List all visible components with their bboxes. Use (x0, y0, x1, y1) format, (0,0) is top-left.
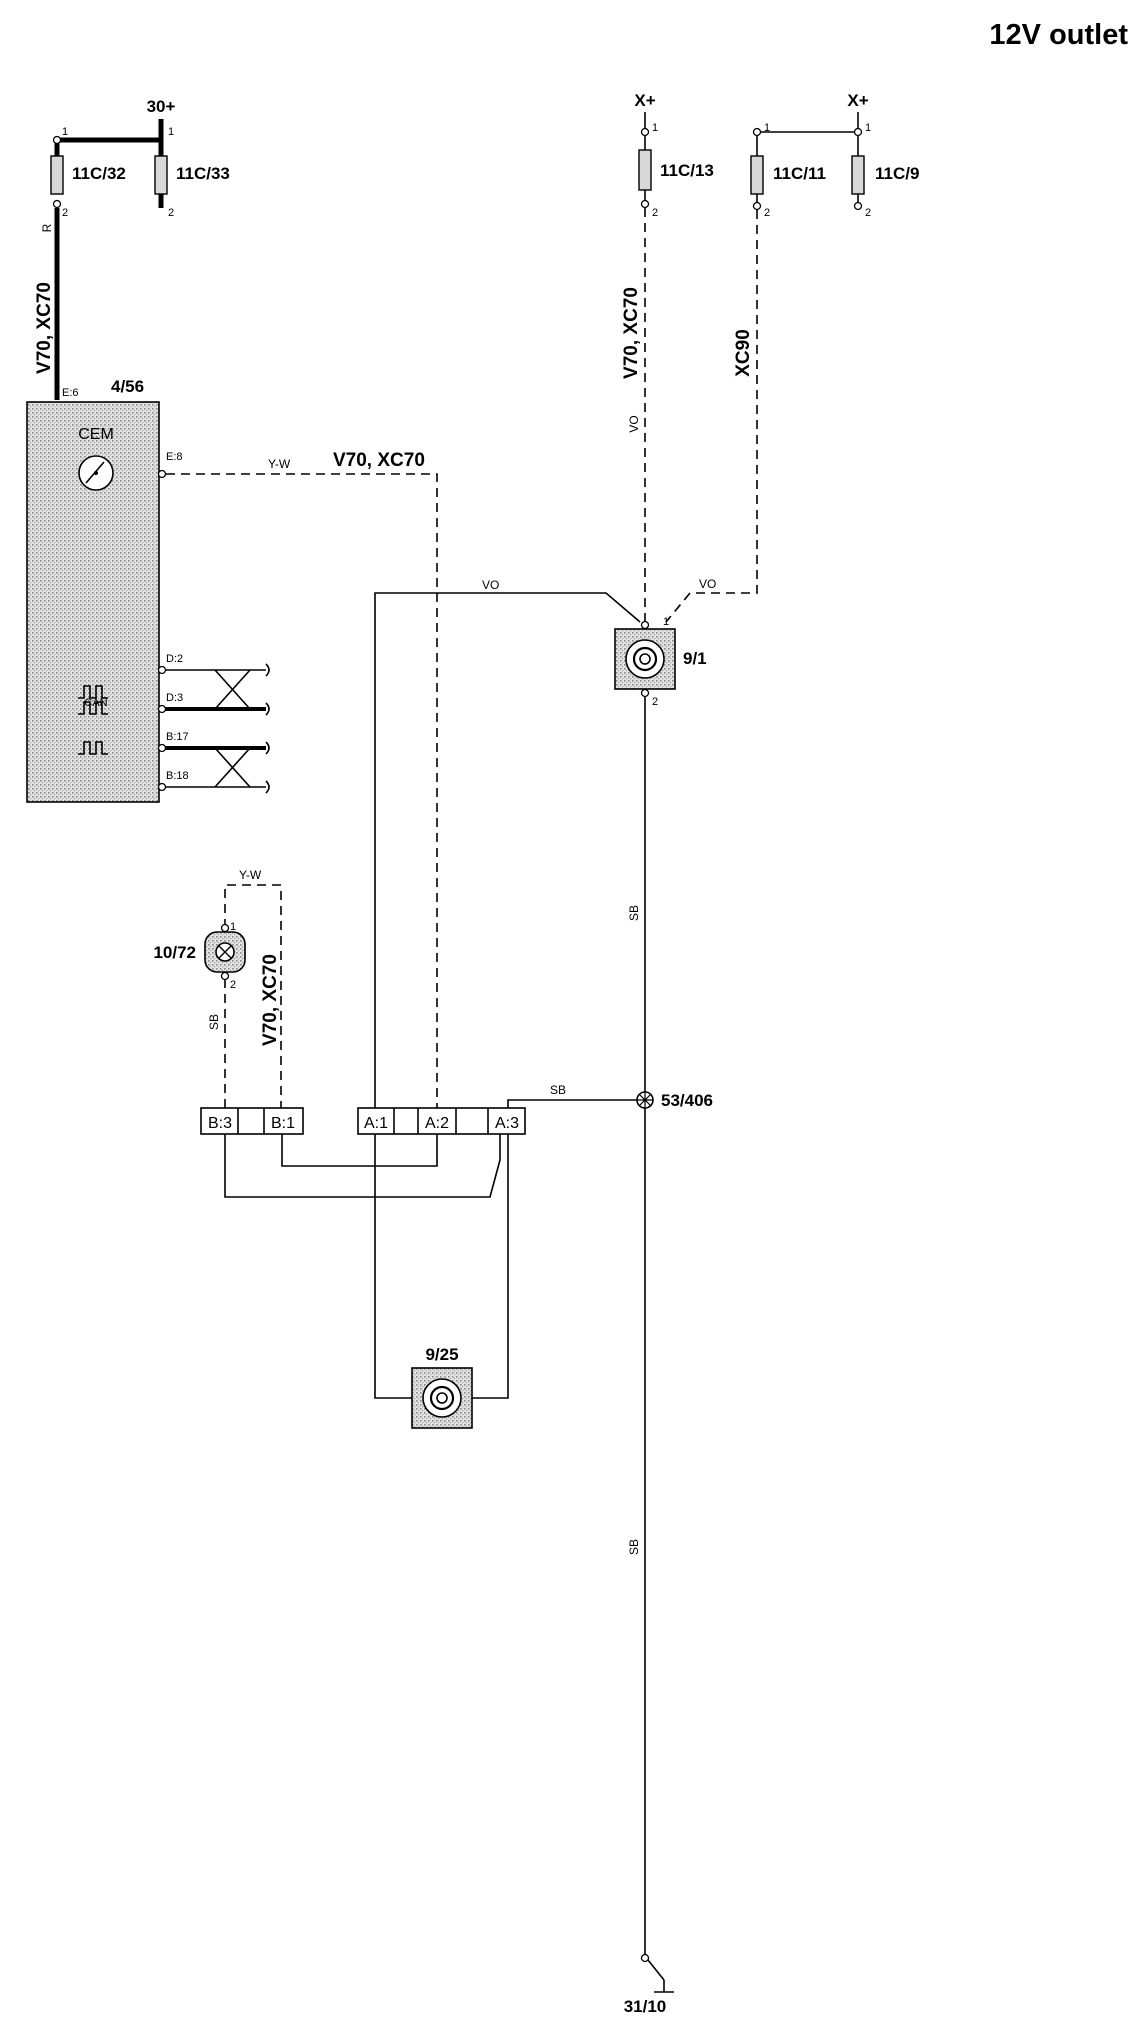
connector-a1: A:1 (364, 1115, 388, 1132)
fuse-11c-9-label: 11C/9 (875, 164, 919, 183)
outlet-front: 1 9/1 2 (614, 616, 707, 708)
cem-module: 4/56 E:6 CEM CAN E:8 D:2 D:3 B:17 B:18 (26, 377, 189, 803)
connector-b3: B:3 (208, 1115, 232, 1132)
variant-label-left-vertical: V70, XC70 (34, 282, 55, 374)
fuse-11c-9-pin-1: 1 (865, 122, 871, 134)
wire-sb-a3-to-ground: SB (507, 1083, 637, 1108)
fuse-11c-11: 1 2 11C/11 (750, 122, 826, 219)
fuse-11c-33-label: 11C/33 (176, 164, 230, 183)
outlet-rear-label: 9/25 (425, 1345, 458, 1364)
fuse-11c-9-pin-2: 2 (865, 207, 871, 219)
supply-x-right: X+ (757, 91, 869, 133)
cem-gauge-icon (78, 455, 114, 491)
supply-x-left: X+ (634, 91, 656, 128)
wire-color-r: R (40, 223, 54, 232)
fuse-11c-13: 1 2 11C/13 (638, 122, 714, 219)
fuse-11c-11-label: 11C/11 (773, 164, 826, 183)
outlet-front-pin-1: 1 (663, 616, 669, 628)
fuse-11c-13-label: 11C/13 (660, 161, 714, 180)
wire-color-yw-top: Y-W (268, 457, 291, 471)
lamp-pin-2: 2 (230, 979, 236, 991)
outlet-front-label: 9/1 (683, 649, 707, 668)
wire-color-vo-xc90: VO (699, 577, 716, 591)
outlet-rear: 9/25 (411, 1345, 473, 1429)
can-bus-icon: CAN (78, 685, 108, 755)
cem-pin-e8: E:8 (166, 451, 183, 463)
outlet-front-pin-2: 2 (652, 696, 658, 708)
wire-color-sb-lamp: SB (207, 1014, 221, 1030)
fuse-11c-9: 1 2 11C/9 (851, 122, 919, 219)
wire-color-sb-lower: SB (627, 1539, 641, 1555)
variant-label-xc90: XC90 (733, 329, 754, 377)
cem-pin-d3: D:3 (166, 692, 183, 704)
fuse-11c-32-pin-1: 1 (62, 126, 68, 138)
variant-label-cem-wire: V70, XC70 (333, 450, 425, 471)
cem-pin-b18: B:18 (166, 770, 189, 782)
lamp-pin-1: 1 (230, 921, 236, 933)
wires-below-connectors (224, 1134, 509, 1399)
wire-vo-a1-to-outlet: VO (374, 578, 641, 1108)
chassis-ground-label: 31/10 (624, 1997, 667, 2016)
ground-point: 53/406 (636, 1091, 713, 1110)
wire-vo-xc90: XC90 VO (665, 210, 758, 623)
cem-id-label: 4/56 (111, 377, 144, 396)
can-bus-wires (157, 663, 270, 794)
chassis-ground: 31/10 (624, 1953, 674, 2016)
can-label: CAN (84, 697, 107, 709)
cem-pin-d2: D:2 (166, 653, 183, 665)
supply-x-right-label: X+ (847, 91, 868, 110)
wire-color-sb-upper: SB (627, 905, 641, 921)
connector-a: A:1 A:2 A:3 (357, 1107, 526, 1135)
wire-color-sb-horizontal: SB (550, 1083, 566, 1097)
connector-b: B:3 B:1 (200, 1107, 304, 1135)
wire-red-to-cem: R V70, XC70 (34, 208, 60, 400)
connector-a3: A:3 (495, 1115, 519, 1132)
ground-point-label: 53/406 (661, 1091, 713, 1110)
wire-yw-cem-to-a2: Y-W V70, XC70 (157, 450, 438, 1108)
fuse-11c-33: 1 2 11C/33 (154, 126, 230, 219)
cem-name: CEM (78, 426, 114, 443)
fuse-11c-32: 1 2 11C/32 (50, 126, 126, 219)
fuse-11c-33-pin-1: 1 (168, 126, 174, 138)
fuse-11c-32-pin-2: 2 (62, 207, 68, 219)
fuse-11c-13-pin-1: 1 (652, 122, 658, 134)
wire-color-vo-vertical: VO (627, 415, 641, 432)
lamp-label: 10/72 (153, 943, 196, 962)
connector-b1: B:1 (271, 1115, 295, 1132)
wire-color-vo-horizontal: VO (482, 578, 499, 592)
fuse-11c-13-pin-2: 2 (652, 207, 658, 219)
supply-x-left-label: X+ (634, 91, 655, 110)
fuse-11c-32-label: 11C/32 (72, 164, 126, 183)
connector-a2: A:2 (425, 1115, 449, 1132)
cem-pin-e6: E:6 (62, 387, 79, 399)
cem-pin-b17: B:17 (166, 731, 189, 743)
wire-color-yw-lamp: Y-W (239, 868, 262, 882)
fuse-11c-11-pin-2: 2 (764, 207, 770, 219)
fuse-11c-11-pin-1: 1 (764, 122, 770, 134)
lamp: Y-W 1 2 10/72 SB V70, XC70 (153, 868, 282, 1108)
battery-supply-label: 30+ (147, 97, 176, 116)
variant-label-lamp: V70, XC70 (260, 954, 281, 1046)
page-title: 12V outlet (989, 19, 1128, 51)
wire-vo-fuse-13-to-outlet: V70, XC70 VO (621, 208, 646, 622)
fuse-11c-33-pin-2: 2 (168, 207, 174, 219)
variant-label-vo-vertical: V70, XC70 (621, 287, 642, 379)
wire-sb-main-ground: SB SB (627, 697, 646, 1954)
